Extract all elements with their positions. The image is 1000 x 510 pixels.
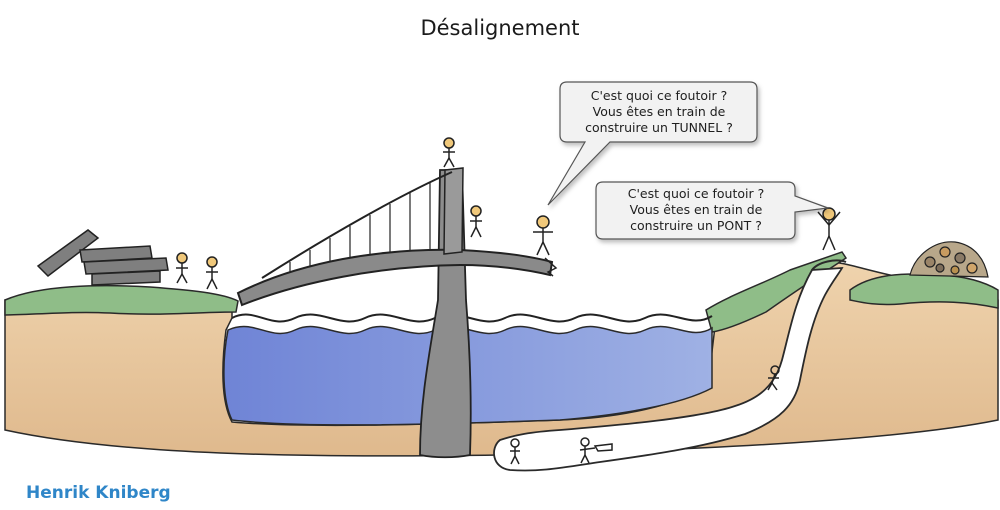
bridge-cables: [261, 171, 453, 279]
bubble-line: C'est quoi ce foutoir ?: [590, 88, 728, 103]
grass-right-hill: [849, 273, 999, 309]
tunnel: [493, 266, 844, 472]
person-pylon-top: [443, 137, 455, 168]
speech-bubble-pont: C'est quoi ce foutoir ? Vous êtes en tra…: [598, 186, 794, 234]
person-pylon-side: [470, 205, 482, 238]
bridge-pylon: [443, 167, 464, 255]
person-tunnel-2: [579, 437, 613, 464]
bridge-deck: [236, 248, 554, 307]
bubble-line: construire un PONT ?: [630, 218, 762, 233]
rubble-pile: [909, 241, 989, 278]
person-tunnel-1: [510, 438, 520, 465]
person-bridge-end: [533, 215, 553, 256]
person-left-1: [176, 252, 188, 284]
person-left-2: [206, 256, 218, 290]
page-title: Désalignement: [420, 16, 580, 40]
person-tunnel-3: [767, 365, 780, 391]
bubble-line: C'est quoi ce foutoir ?: [627, 186, 765, 201]
speech-bubble-tunnel: C'est quoi ce foutoir ? Vous êtes en tra…: [562, 88, 756, 136]
person-right: [817, 207, 841, 251]
speech-bubble-tunnel-shape: [547, 81, 758, 206]
bridge-deck-end: [544, 257, 558, 277]
grass-left: [4, 284, 239, 316]
wave-line: [231, 313, 713, 323]
lumber-pile: [36, 229, 169, 286]
author-credit: Henrik Kniberg: [26, 483, 171, 503]
bubble-line: Vous êtes en train de: [592, 104, 726, 119]
tunnel-opening: [811, 259, 847, 271]
bubble-line: construire un TUNNEL ?: [585, 120, 733, 135]
bubble-line: Vous êtes en train de: [629, 202, 763, 217]
speech-bubble-pont-shape: [595, 181, 829, 240]
